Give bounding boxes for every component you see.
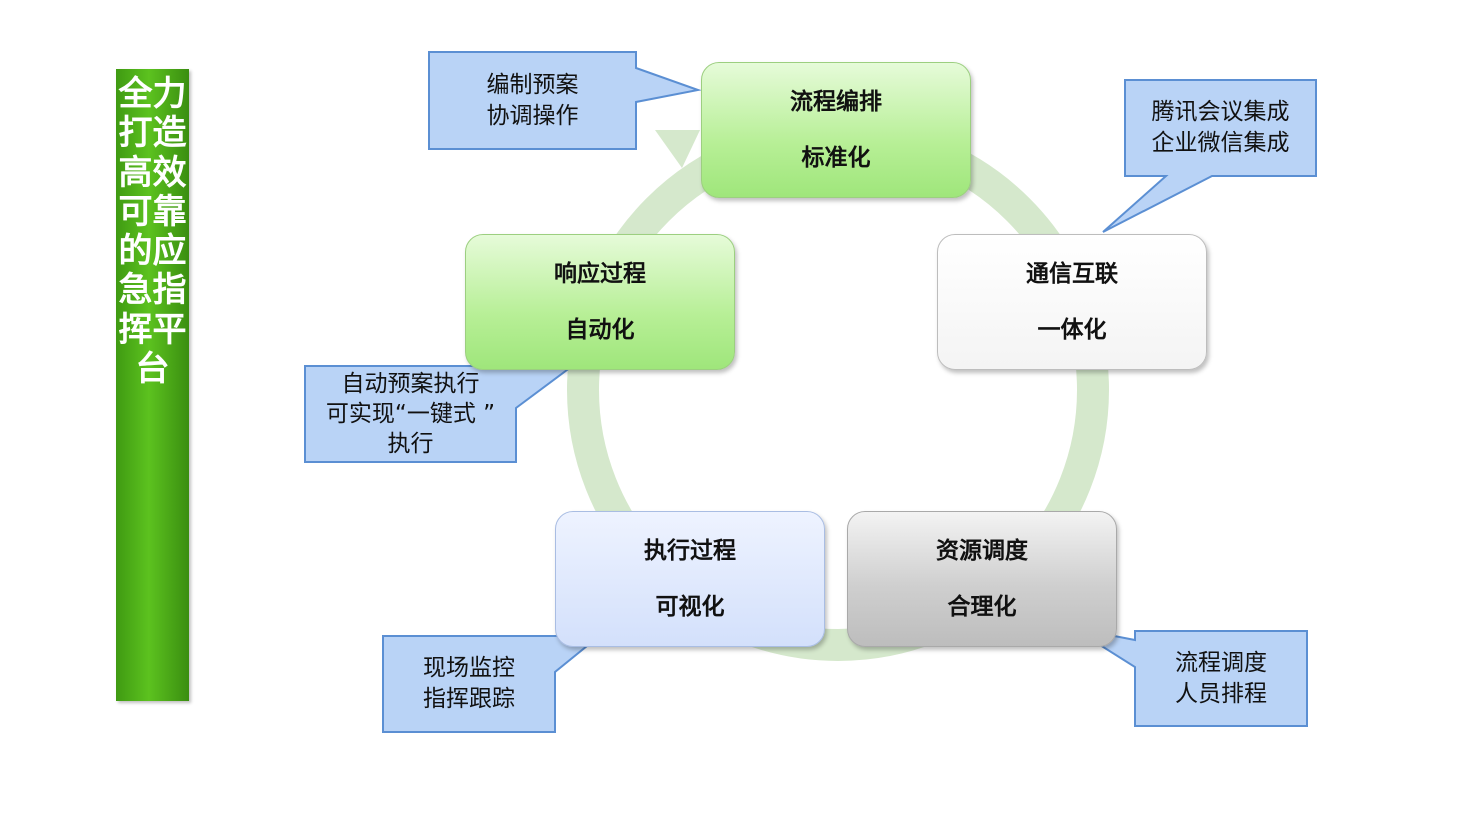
node-execution-visualization: 执行过程 可视化 — [555, 511, 825, 647]
node-comm-line2: 一体化 — [1037, 317, 1107, 343]
title-banner: 全力打造高效可靠的应急指挥平台 — [116, 69, 189, 701]
callout-auto-line2: 可实现“一键式 ” — [325, 401, 496, 427]
callout-integration: 腾讯会议集成 企业微信集成 — [1125, 80, 1316, 176]
node-communication-integration: 通信互联 一体化 — [937, 234, 1207, 370]
callout-shape-integration — [1102, 79, 1317, 233]
callout-auto-line3: 执行 — [387, 431, 434, 457]
callout-plan: 编制预案 协调操作 — [429, 52, 636, 149]
node-response-line2: 自动化 — [565, 317, 635, 343]
node-resource-scheduling: 资源调度 合理化 — [847, 511, 1117, 647]
callout-integration-line1: 腾讯会议集成 — [1151, 99, 1290, 125]
node-response-automation: 响应过程 自动化 — [465, 234, 735, 370]
callout-shape-monitor — [382, 631, 607, 733]
callout-integration-line2: 企业微信集成 — [1151, 130, 1290, 156]
callout-shape-plan — [428, 51, 702, 150]
node-response-line1: 响应过程 — [554, 261, 646, 287]
callout-monitor-line2: 指挥跟踪 — [423, 686, 515, 712]
node-process-line1: 流程编排 — [790, 89, 882, 115]
callout-shape-schedule — [1072, 627, 1308, 727]
node-resource-line2: 合理化 — [947, 594, 1017, 620]
callout-schedule-line2: 人员排程 — [1175, 680, 1267, 707]
callout-plan-line1: 编制预案 — [486, 71, 579, 98]
cycle-arrow-head — [655, 130, 700, 168]
callout-schedule: 流程调度 人员排程 — [1135, 631, 1307, 726]
callout-monitor-line1: 现场监控 — [423, 655, 515, 681]
node-comm-line1: 通信互联 — [1026, 261, 1118, 287]
callout-monitor: 现场监控 指挥跟踪 — [383, 636, 555, 732]
node-process-standardization: 流程编排 标准化 — [701, 62, 971, 198]
callout-auto-line1: 自动预案执行 — [341, 371, 480, 397]
node-execution-line2: 可视化 — [655, 594, 725, 620]
callout-plan-line2: 协调操作 — [486, 102, 579, 129]
node-process-line2: 标准化 — [801, 145, 871, 171]
vertical-title: 全力打造高效可靠的应急指挥平台 — [118, 74, 187, 390]
node-resource-line1: 资源调度 — [936, 538, 1028, 564]
callout-auto-execution: 自动预案执行 可实现“一键式 ” 执行 — [305, 366, 516, 462]
callout-schedule-line1: 流程调度 — [1175, 649, 1267, 676]
node-execution-line1: 执行过程 — [644, 538, 736, 564]
